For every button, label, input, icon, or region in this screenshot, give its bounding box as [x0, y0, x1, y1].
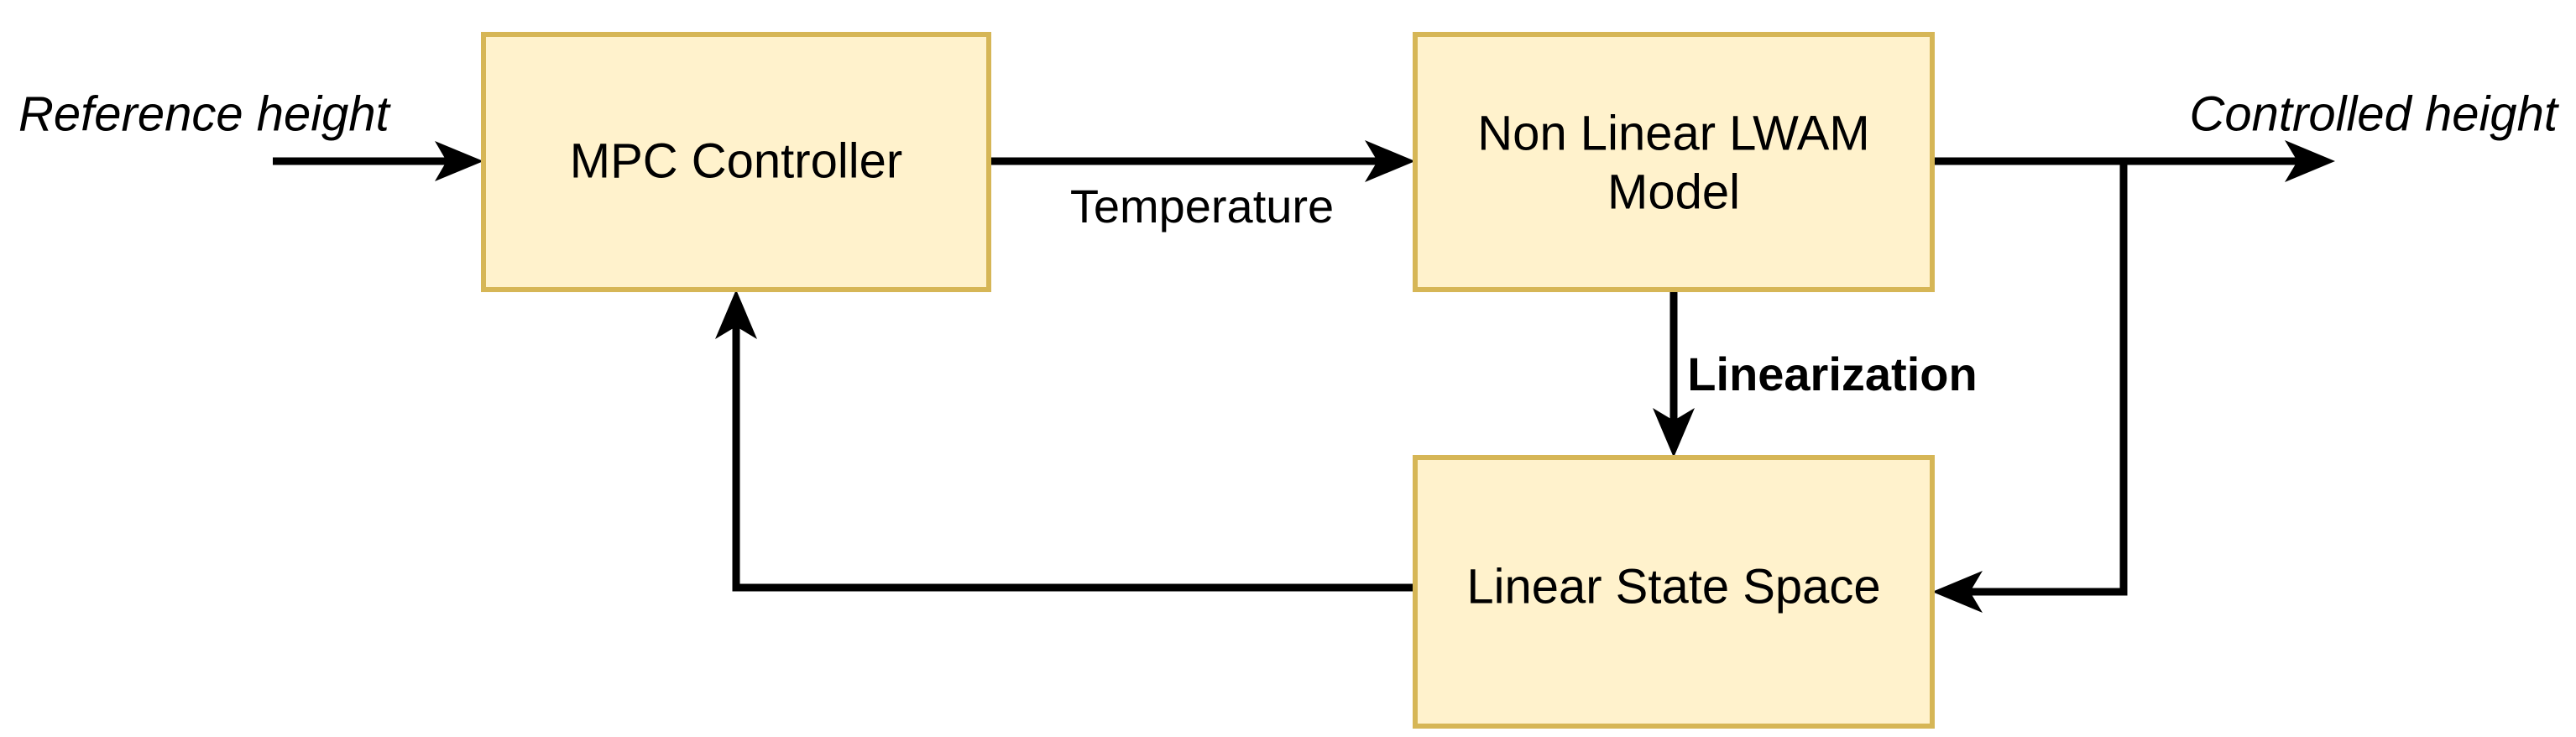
- edge-linearization-arrowhead: [1653, 408, 1695, 457]
- edge-linear-state-space-to-mpc: [715, 290, 1415, 592]
- edge-feedback-arrowhead: [715, 290, 757, 339]
- edge-feedback-path: [732, 312, 1415, 592]
- edge-output-branch-path: [1957, 161, 2128, 596]
- node-linear-state-space[interactable]: Linear State Space: [1413, 455, 1935, 729]
- node-linear-state-space-label: Linear State Space: [1466, 559, 1880, 614]
- edge-reference-to-mpc-arrowhead: [435, 141, 483, 181]
- edge-reference-to-mpc: [273, 141, 483, 181]
- node-non-linear-lwam-model[interactable]: Non Linear LWAM Model: [1413, 32, 1935, 292]
- io-label-controlled-height: Controlled height: [2189, 86, 2559, 141]
- edge-model-to-output: [1932, 140, 2335, 182]
- node-non-linear-lwam-model-rect[interactable]: [1413, 32, 1935, 292]
- node-non-linear-lwam-model-label-line2: Model: [1607, 165, 1740, 219]
- node-linear-state-space-rect[interactable]: [1413, 455, 1935, 729]
- edge-output-branch-arrowhead: [1932, 571, 1983, 613]
- node-mpc-controller-label: MPC Controller: [570, 133, 902, 188]
- edge-mpc-to-model-arrowhead: [1365, 140, 1415, 182]
- edge-model-to-output-arrowhead: [2285, 140, 2335, 182]
- node-non-linear-lwam-model-label-line1: Non Linear LWAM: [1477, 106, 1869, 160]
- edge-label-temperature: Temperature: [1070, 180, 1334, 233]
- edge-output-branch-to-linear-state-space: [1932, 161, 2128, 613]
- node-mpc-controller[interactable]: MPC Controller: [481, 32, 991, 292]
- io-label-reference-height: Reference height: [18, 86, 392, 141]
- node-mpc-controller-rect[interactable]: [481, 32, 991, 292]
- edge-model-to-linear-state-space: [1653, 290, 1695, 457]
- edge-mpc-to-model: [989, 140, 1415, 182]
- edge-label-linearization: Linearization: [1687, 348, 1977, 400]
